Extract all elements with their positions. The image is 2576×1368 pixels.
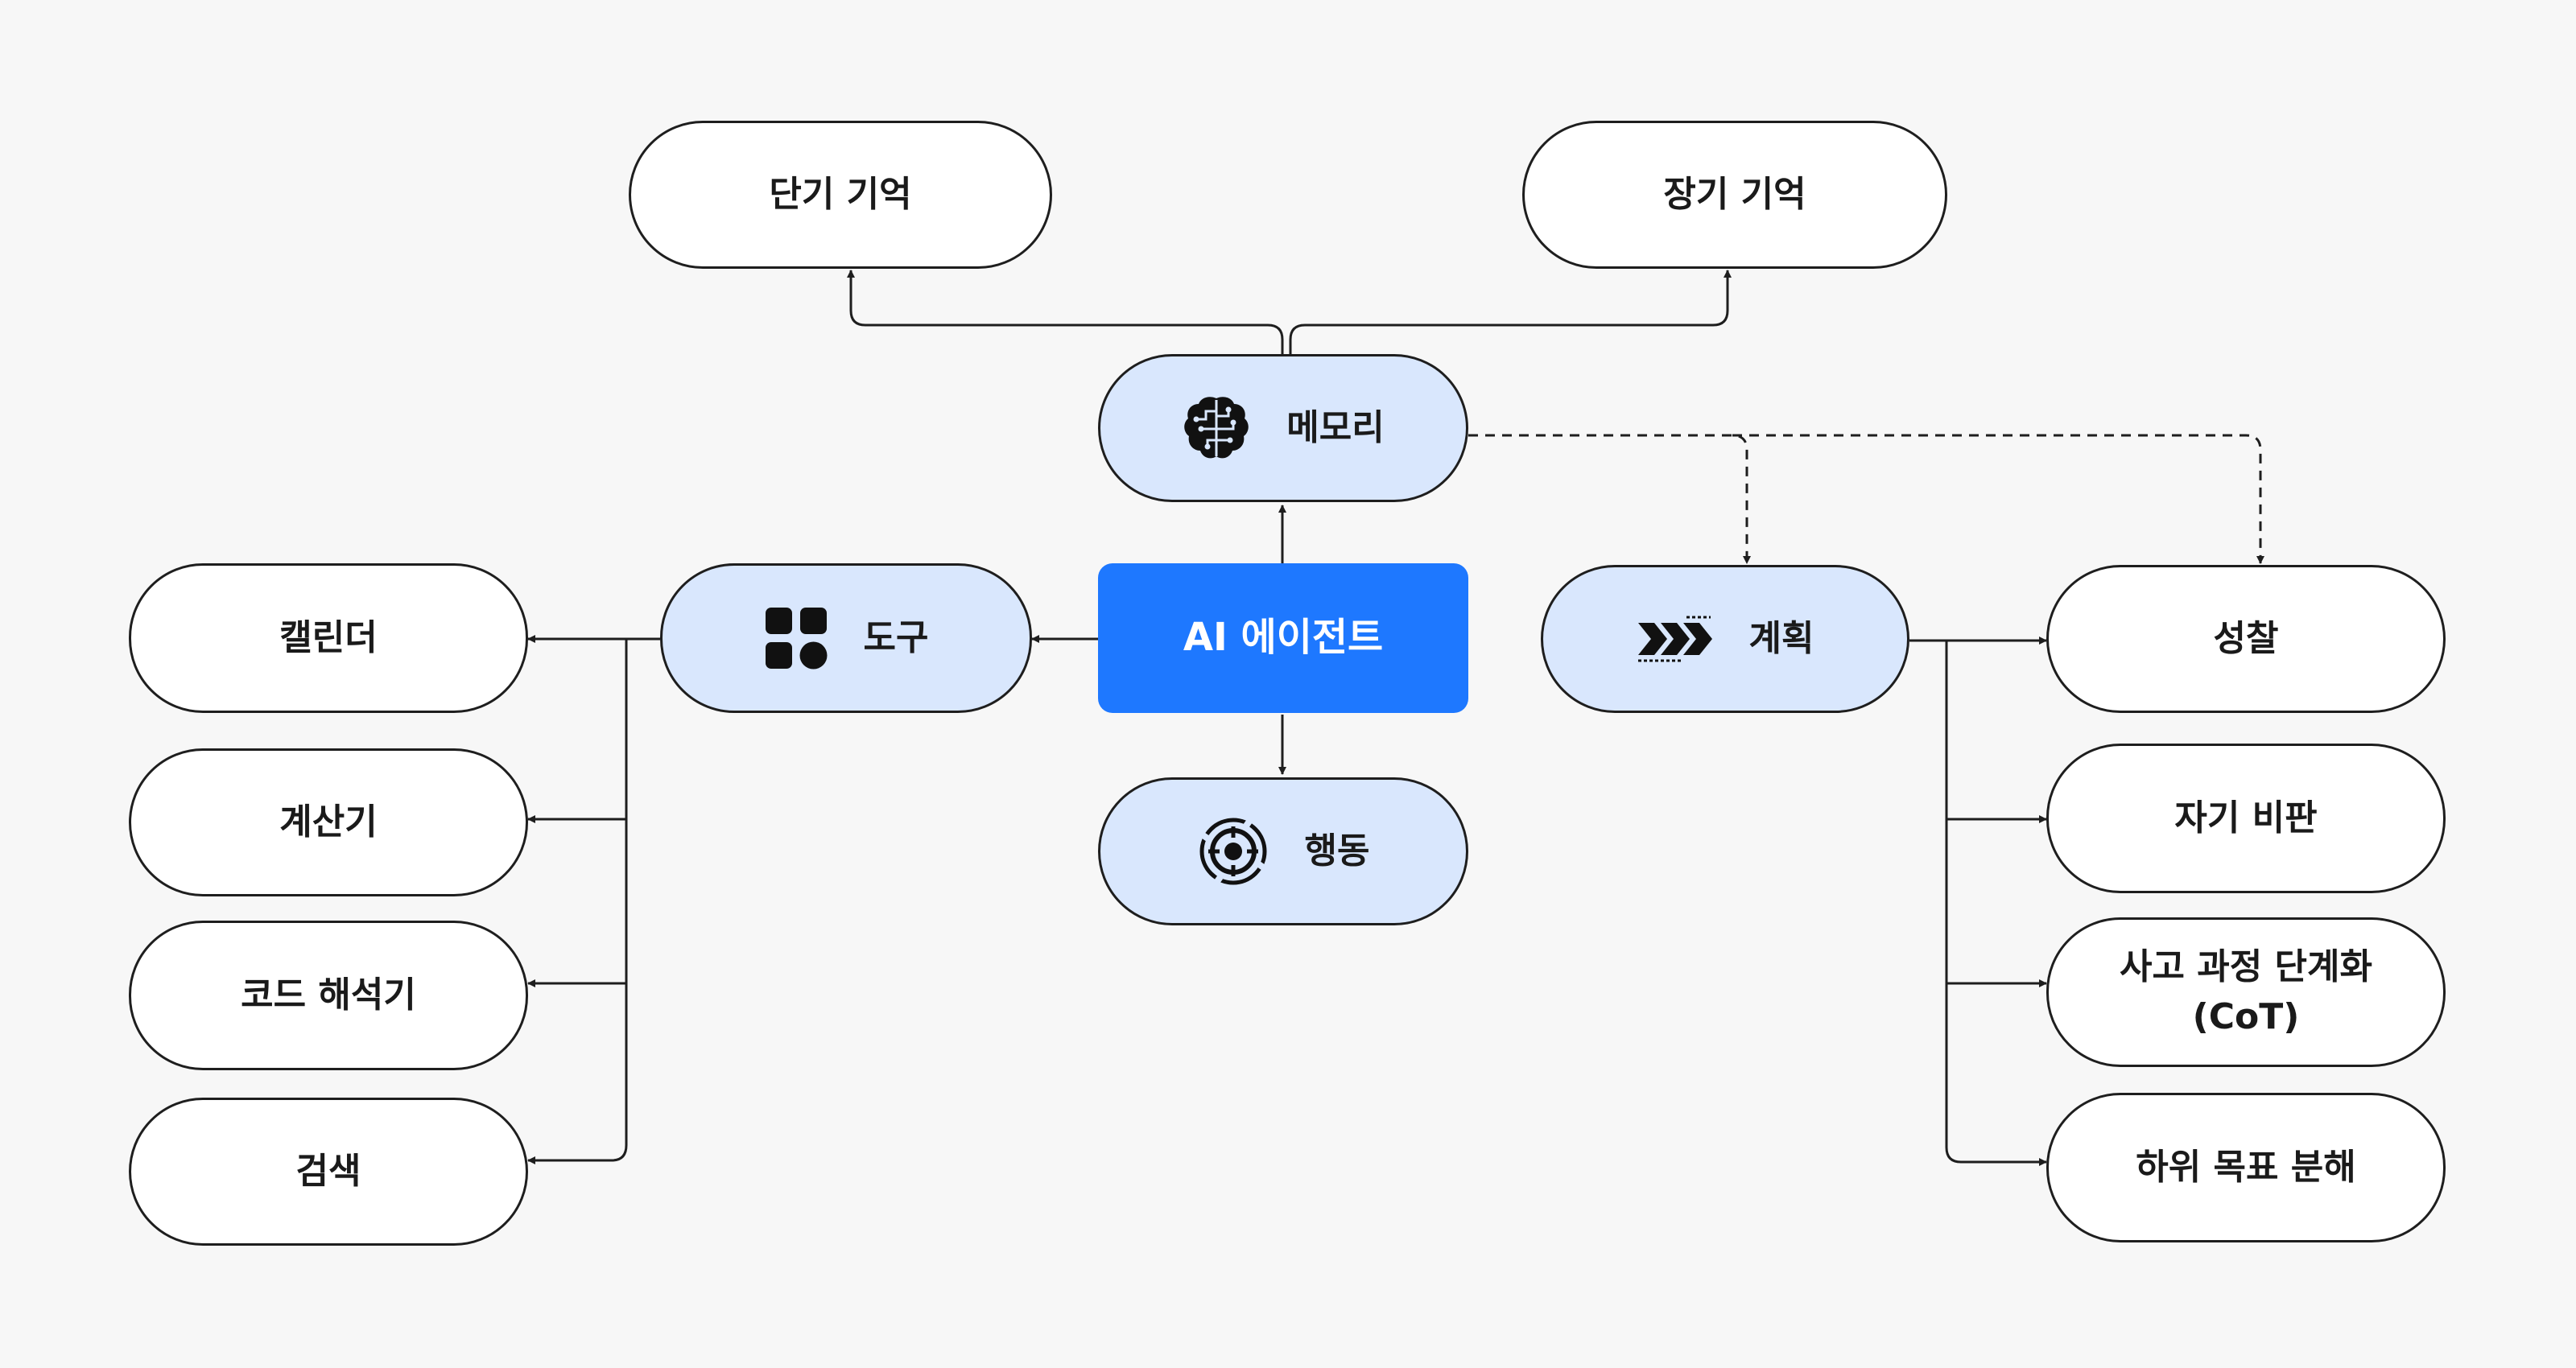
ai-agent-node: AI 에이전트 — [1098, 563, 1468, 713]
memory-label: 메모리 — [1286, 407, 1385, 449]
tools-label: 도구 — [863, 617, 929, 659]
node-label: 검색 — [295, 1151, 361, 1193]
line-planning-bus — [1945, 641, 1962, 1164]
code-interpreter-node: 코드 해석기 — [129, 921, 528, 1070]
node-label: 장기 기억 — [1663, 174, 1806, 216]
brain-circuit-icon — [1182, 394, 1251, 463]
search-node: 검색 — [129, 1098, 528, 1246]
node-label: 사고 과정 단계화 (CoT) — [2120, 946, 2372, 1037]
planning-node: 계획 — [1541, 565, 1909, 713]
dashed-memory-to-reflection — [1732, 434, 2264, 564]
short-term-memory-node: 단기 기억 — [629, 121, 1052, 269]
dashed-memory-to-planning — [1468, 434, 1751, 564]
target-icon — [1197, 815, 1269, 888]
long-term-memory-node: 장기 기억 — [1522, 121, 1947, 269]
calendar-node: 캘린더 — [129, 563, 528, 713]
node-label: 하위 목표 분해 — [2136, 1147, 2356, 1189]
node-label: 성찰 — [2213, 618, 2279, 660]
action-label: 행동 — [1304, 830, 1370, 872]
calculator-node: 계산기 — [129, 748, 528, 896]
node-label: 캘린더 — [279, 617, 378, 659]
line-tools-bus — [611, 639, 628, 1162]
action-node: 행동 — [1098, 777, 1468, 925]
self-critique-node: 자기 비판 — [2046, 744, 2446, 893]
four-blocks-icon — [764, 606, 828, 670]
node-label: 자기 비판 — [2174, 797, 2318, 839]
tools-node: 도구 — [660, 563, 1032, 713]
chain-of-thought-node: 사고 과정 단계화 (CoT) — [2046, 917, 2446, 1067]
memory-node: 메모리 — [1098, 354, 1468, 502]
node-label: 단기 기억 — [769, 174, 912, 216]
planning-label: 계획 — [1748, 618, 1814, 660]
chevrons-right-icon — [1637, 615, 1714, 663]
subgoal-decomposition-node: 하위 목표 분해 — [2046, 1093, 2446, 1242]
reflection-node: 성찰 — [2046, 565, 2446, 713]
ai-agent-label: AI 에이전트 — [1183, 615, 1384, 661]
node-label: 코드 해석기 — [241, 974, 416, 1016]
arrow-memory-to-long-term — [1289, 270, 1732, 354]
arrow-memory-to-short-term — [847, 270, 1284, 354]
node-label: 계산기 — [279, 801, 378, 843]
